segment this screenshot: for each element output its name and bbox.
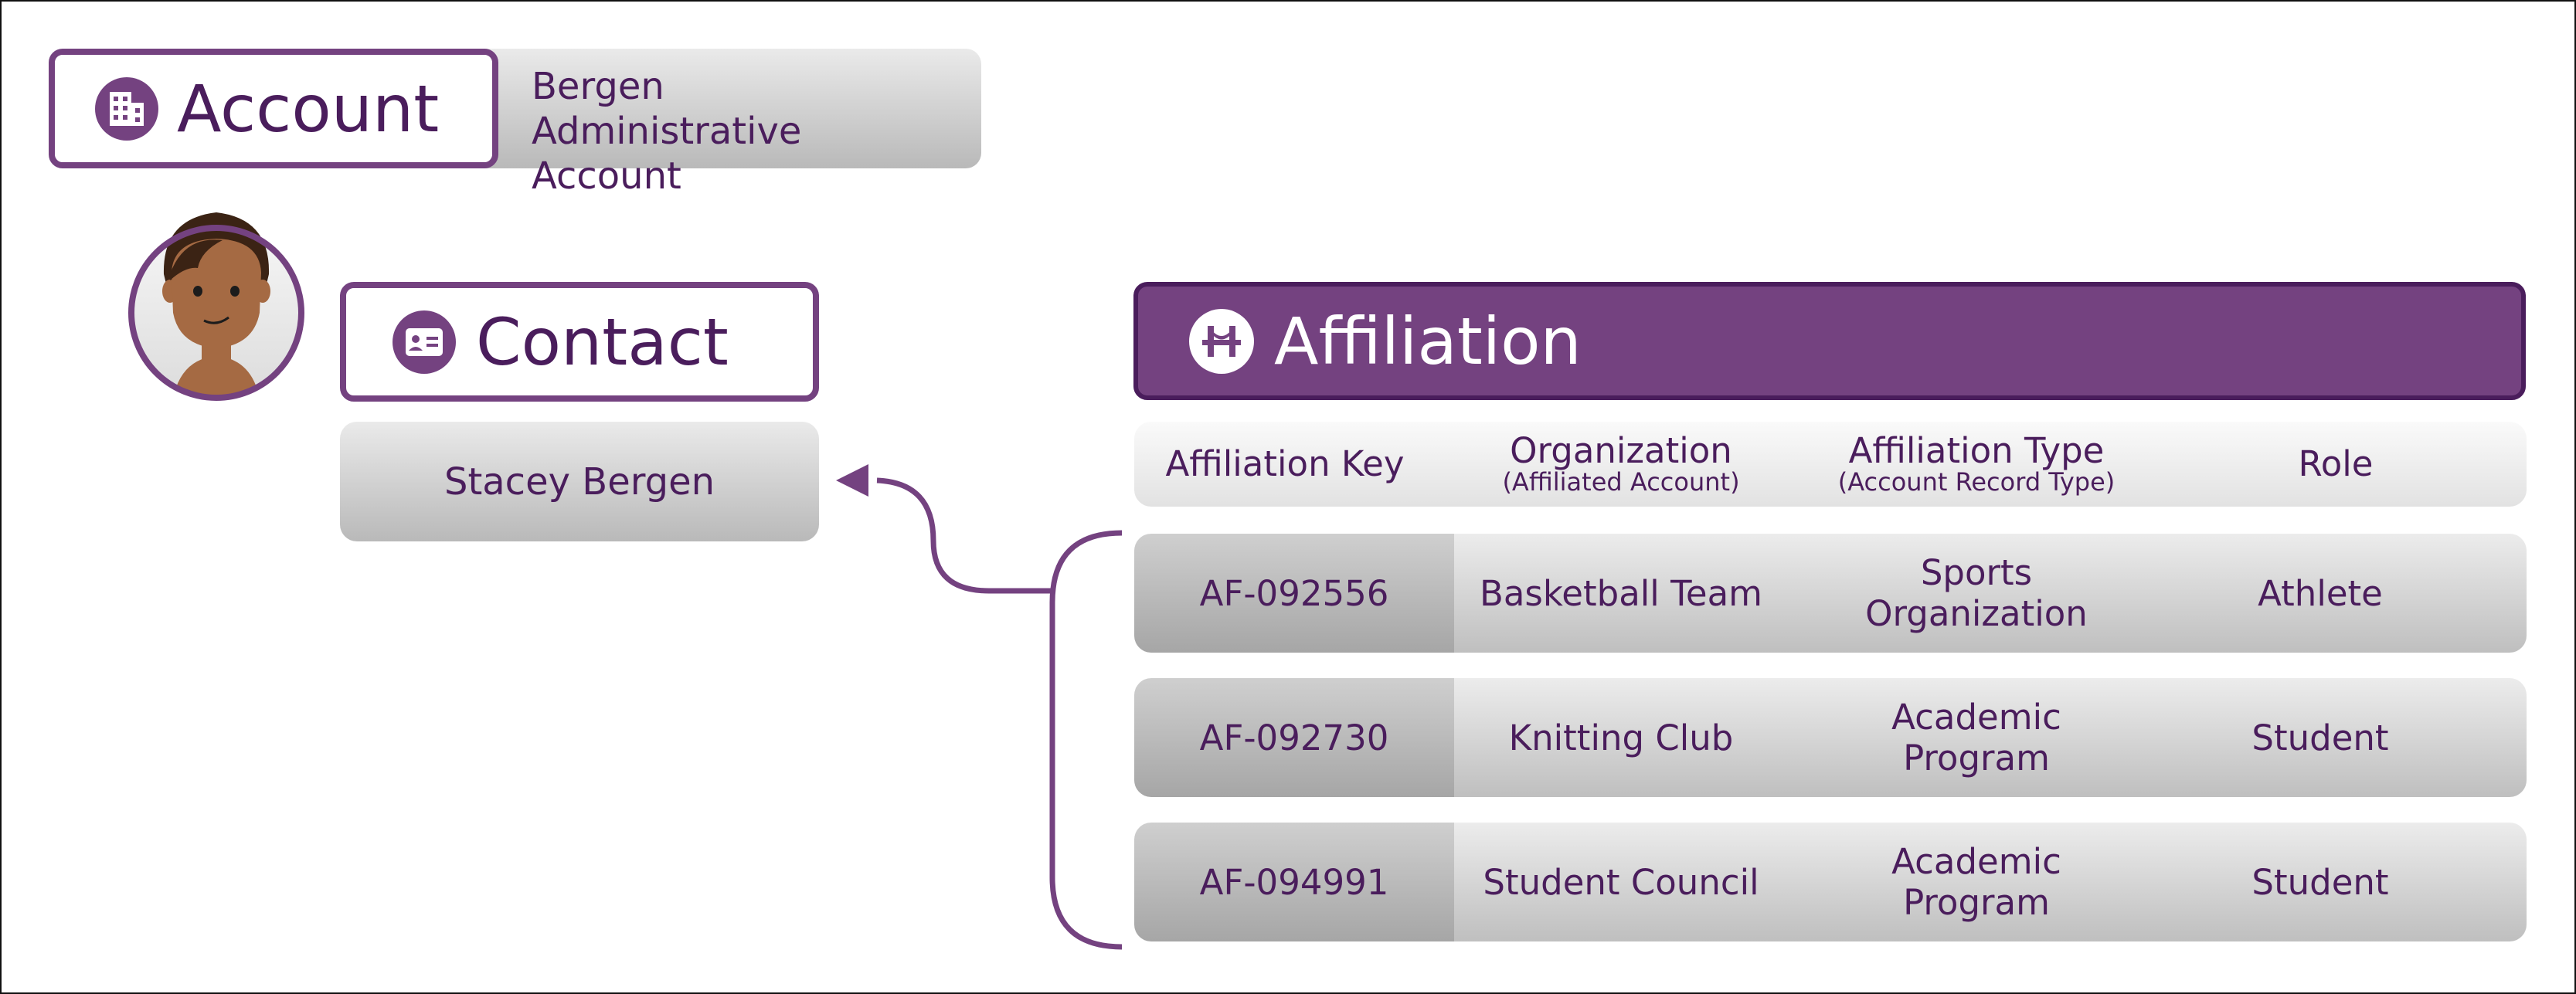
header-affiliation-type: Affiliation Type (Account Record Type) [1837, 429, 2116, 497]
organization-cell: Basketball Team [1479, 572, 1763, 614]
affiliation-table-header: Affiliation Key Organization (Affiliated… [1134, 422, 2527, 507]
affiliation-key-cell: AF-092556 [1134, 534, 1454, 653]
affiliation-key-cell: AF-094991 [1134, 823, 1454, 941]
person-avatar [124, 205, 309, 407]
table-row: AF-094991 Student Council Academic Progr… [1134, 823, 2527, 941]
account-label: Account [49, 49, 498, 168]
table-row: AF-092730 Knitting Club Academic Program… [1134, 678, 2527, 797]
header-organization: Organization (Affiliated Account) [1502, 429, 1740, 497]
account-title: Account [177, 70, 440, 147]
account-value-box: Bergen Administrative Account [464, 49, 981, 198]
role-cell: Student [2251, 717, 2389, 758]
affiliation-header: Affiliation [1133, 282, 2526, 400]
contact-card-icon [393, 310, 456, 374]
building-icon [95, 76, 158, 141]
role-cell: Student [2251, 861, 2389, 903]
organization-cell: Student Council [1483, 861, 1759, 903]
table-row: AF-092556 Basketball Team Sports Organiz… [1134, 534, 2527, 653]
bridge-icon [1189, 308, 1254, 374]
affiliation-title: Affiliation [1274, 303, 1582, 379]
affiliation-type-cell: Sports Organization [1865, 552, 2088, 634]
header-affiliation-key: Affiliation Key [1165, 443, 1405, 485]
contact-value: Stacey Bergen [443, 460, 715, 504]
affiliation-key-cell: AF-092730 [1134, 678, 1454, 797]
role-cell: Athlete [2258, 572, 2383, 614]
affiliation-type-cell: Academic Program [1891, 841, 2061, 923]
contact-title: Contact [476, 304, 729, 380]
affiliation-type-cell: Academic Program [1891, 697, 2061, 779]
organization-cell: Knitting Club [1508, 717, 1734, 758]
contact-label: Contact [340, 282, 819, 402]
header-role: Role [2298, 443, 2374, 485]
account-value: Bergen Administrative Account [532, 65, 802, 198]
contact-value-box: Stacey Bergen [340, 422, 819, 541]
